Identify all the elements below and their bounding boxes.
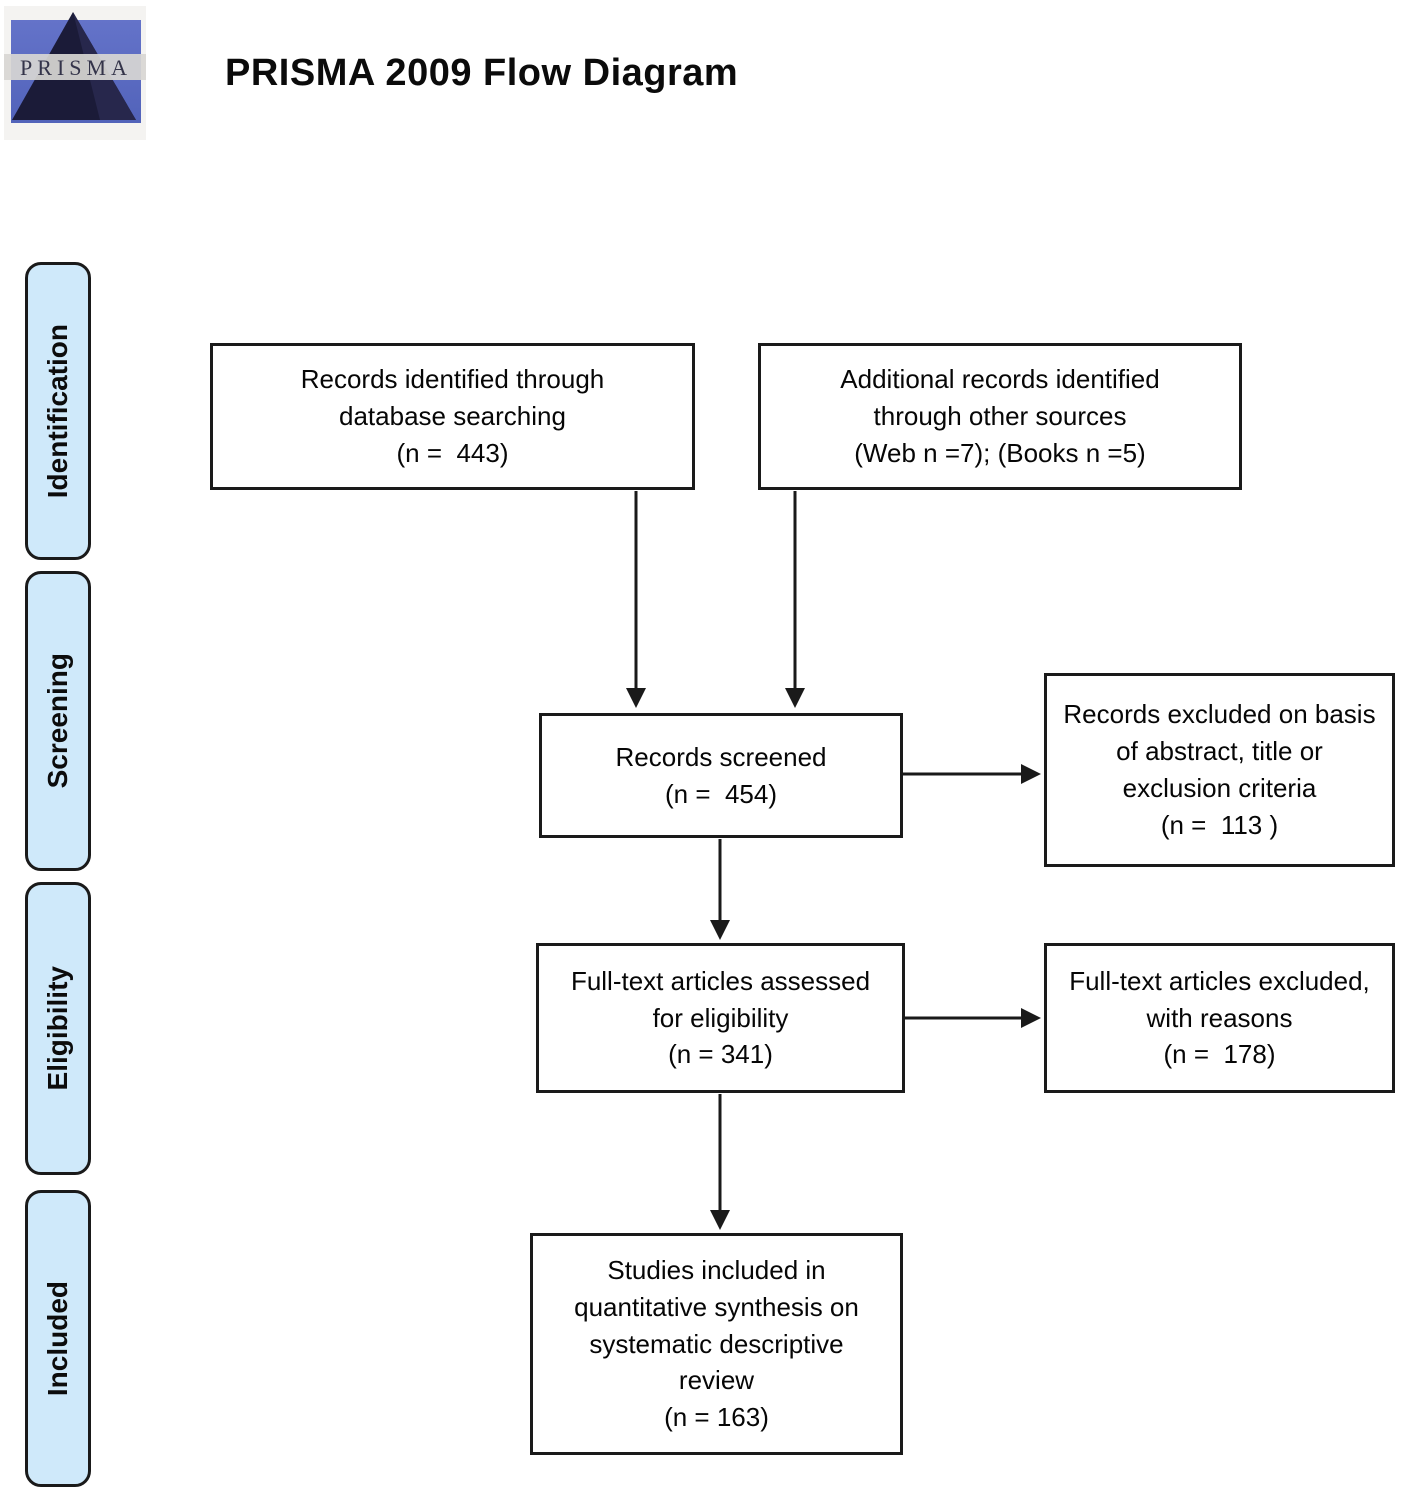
- arrow-database-to-screened-head: [626, 688, 646, 708]
- stage-screening-label: Screening: [42, 653, 73, 789]
- flow-box-records-screened: Records screened (n = 454): [539, 713, 903, 838]
- page-title: PRISMA 2009 Flow Diagram: [225, 52, 739, 94]
- stage-included: Included: [25, 1190, 91, 1487]
- arrow-screened-to-fulltext-head: [710, 920, 730, 940]
- flow-box-fulltext-excluded: Full-text articles excluded, with reason…: [1044, 943, 1395, 1093]
- prisma-logo: PRISMA: [4, 6, 146, 140]
- flow-box-fulltext-assessed: Full-text articles assessed for eligibil…: [536, 943, 905, 1093]
- flow-box-studies-included: Studies included in quantitative synthes…: [530, 1233, 903, 1455]
- arrow-fulltext-to-included-head: [710, 1210, 730, 1230]
- flow-box-records-identified: Records identified through database sear…: [210, 343, 695, 490]
- stage-identification: Identification: [25, 262, 91, 560]
- logo-stripe: [4, 54, 146, 80]
- arrow-screened-to-excluded-head: [1021, 764, 1041, 784]
- stage-eligibility: Eligibility: [25, 882, 91, 1175]
- flow-box-additional-records: Additional records identified through ot…: [758, 343, 1242, 490]
- flow-box-records-excluded: Records excluded on basis of abstract, t…: [1044, 673, 1395, 867]
- arrow-other-sources-to-screened-head: [785, 688, 805, 708]
- stage-screening: Screening: [25, 571, 91, 871]
- stage-included-label: Included: [42, 1280, 73, 1397]
- logo-label: PRISMA: [20, 55, 132, 80]
- stage-eligibility-label: Eligibility: [42, 966, 73, 1091]
- stage-identification-label: Identification: [42, 323, 73, 499]
- arrow-fulltext-to-excluded-head: [1021, 1008, 1041, 1028]
